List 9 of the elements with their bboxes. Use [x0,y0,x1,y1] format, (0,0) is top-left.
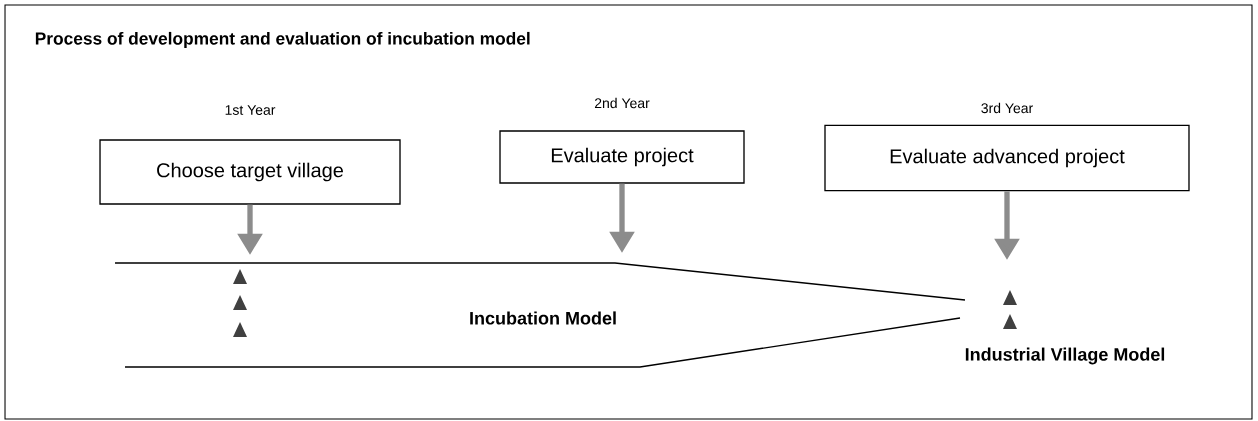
process-box: Evaluate project [499,130,745,184]
title: Process of development and evaluation of incubation model [35,31,530,49]
year-label: 3rd Year [981,102,1033,114]
model-label: Industrial Village Model [965,347,1165,365]
process-box: Evaluate advanced project [824,124,1190,192]
model-label: Incubation Model [470,311,616,325]
year-label: 1st Year [225,105,276,115]
year-label: 2nd Year [594,97,650,109]
process-box: Choose target village [99,139,401,205]
